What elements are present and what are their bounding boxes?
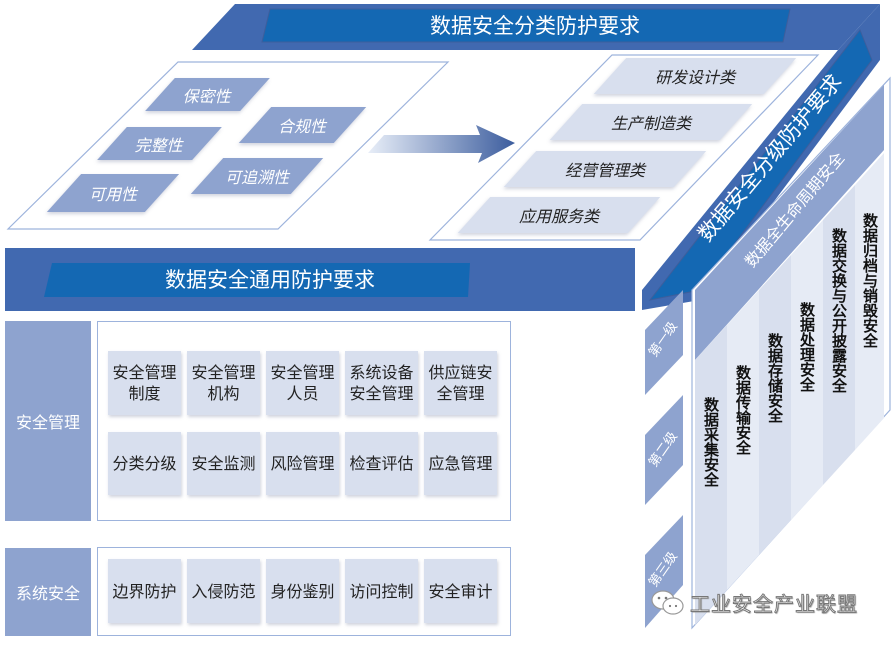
requirement-cell: 身份鉴别 — [266, 559, 339, 623]
lifecycle-stage: 数据交换与公开披露安全 — [830, 228, 848, 393]
lifecycle-stage: 数据采集安全 — [702, 397, 720, 487]
category-label: 应用服务类 — [518, 207, 599, 226]
categories-panel — [428, 54, 820, 241]
lifecycle-stage: 数据传输安全 — [734, 365, 752, 455]
category-tile: 应用服务类 — [457, 197, 661, 233]
wechat-icon — [650, 588, 686, 618]
requirement-cell: 安全管理 人员 — [266, 351, 339, 415]
requirement-cell: 安全管理 制度 — [108, 351, 181, 415]
lifecycle-stage: 数据归档与销毁安全 — [861, 213, 879, 348]
property-label: 完整性 — [135, 135, 184, 155]
requirement-cell: 供应链安 全管理 — [424, 351, 497, 415]
level-tab-2 — [645, 395, 683, 505]
top-banner-inner — [261, 8, 791, 43]
watermark-text: 工业安全产业联盟 — [690, 592, 858, 617]
requirement-cell: 系统设备 安全管理 — [345, 351, 418, 415]
general-protection-title: 数据安全通用防护要求 — [165, 268, 375, 292]
requirement-cell: 安全监测 — [187, 432, 260, 495]
property-label: 可追溯性 — [224, 168, 289, 187]
requirement-cell: 分类分级 — [108, 432, 181, 495]
lifecycle-column-bg — [791, 220, 823, 520]
lifecycle-column-bg — [759, 255, 791, 555]
requirement-cell: 边界防护 — [108, 559, 181, 623]
lifecycle-stage: 数据存储安全 — [766, 333, 784, 423]
level-tab-1 — [645, 290, 683, 395]
requirement-cell: 安全审计 — [424, 559, 497, 623]
requirement-cell: 检查评估 — [345, 432, 418, 495]
category-tile: 生产制造类 — [549, 104, 753, 140]
category-label: 生产制造类 — [610, 114, 691, 133]
property-label: 合规性 — [278, 117, 327, 136]
lifecycle-column-bg — [855, 153, 884, 450]
category-label: 经营管理类 — [564, 161, 645, 180]
right-arrow-icon — [368, 125, 515, 163]
section-label-security-management: 安全管理 — [5, 321, 91, 521]
category-tile: 经营管理类 — [503, 151, 707, 187]
lifecycle-header-band — [695, 85, 884, 360]
front-banner-inner — [44, 263, 470, 297]
property-label: 可用性 — [88, 185, 137, 204]
requirement-cell: 应急管理 — [424, 432, 497, 495]
property-label: 保密性 — [183, 86, 232, 106]
lifecycle-column-bg — [823, 185, 855, 485]
requirement-cell: 风险管理 — [266, 432, 339, 495]
category-tile: 研发设计类 — [593, 58, 797, 94]
requirement-cell: 入侵防范 — [187, 559, 260, 623]
requirement-cell: 访问控制 — [345, 559, 418, 623]
lifecycle-column-bg — [695, 325, 727, 625]
requirement-cell: 安全管理 机构 — [187, 351, 260, 415]
classification-title: 数据安全分类防护要求 — [430, 14, 640, 38]
section-label-system-security: 系统安全 — [5, 548, 91, 636]
lifecycle-stage: 数据处理安全 — [798, 302, 816, 392]
lifecycle-column-bg — [727, 290, 759, 590]
category-label: 研发设计类 — [654, 68, 735, 87]
